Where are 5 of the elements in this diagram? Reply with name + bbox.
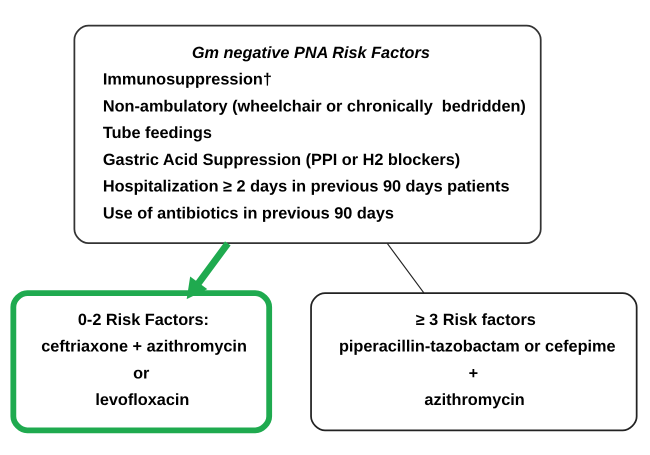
node-box: ≥ 3 Risk factors piperacillin-tazobactam or cefepime + azithromycin (310, 292, 638, 431)
arrow (186, 240, 231, 299)
node-box: Gm negative PNA Risk Factors Immunosuppression† Non-ambulatory (wheelchair or chronically bedridden) Tube feedings Gastric Acid Suppression (PPI or H2 blockers) Hospitalization ≥ 2 days in previous 90 days patients Use of antibiotics in previous 90 days (74, 24, 542, 244)
connector (386, 242, 424, 293)
node-box: 0-2 Risk Factors: ceftriaxone + azithromycin or levofloxacin (10, 290, 272, 433)
